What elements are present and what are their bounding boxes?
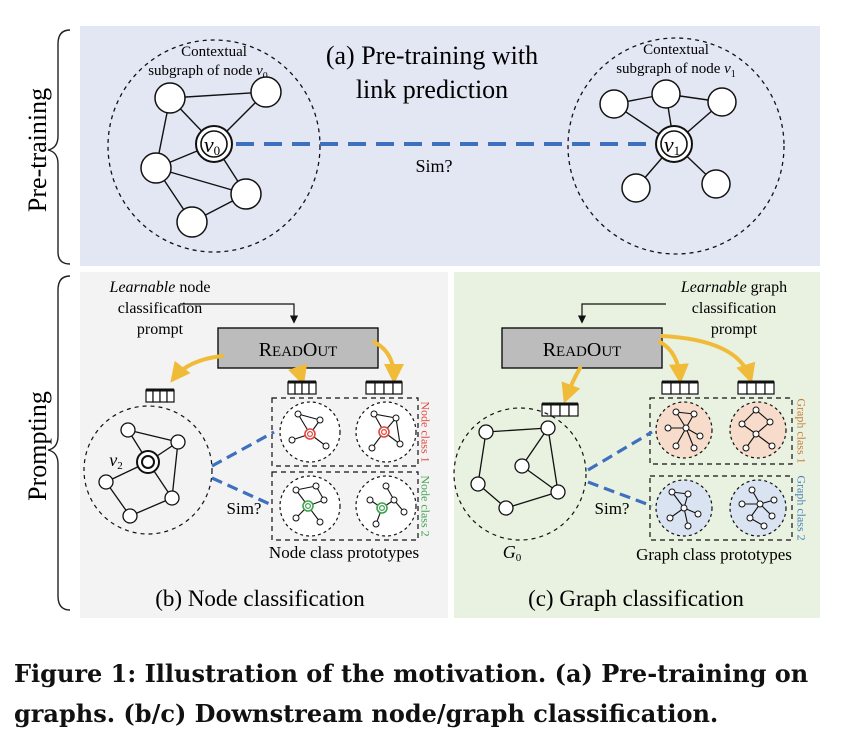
v2-subgraph-nodes bbox=[98, 422, 186, 524]
prompt-vector-icon bbox=[365, 380, 403, 395]
left-subgraph-label-1: Contextual bbox=[181, 44, 247, 60]
node-prompt-line3: prompt bbox=[137, 321, 184, 338]
node-prototype-2b bbox=[355, 475, 417, 537]
prompt-vector-icon bbox=[541, 402, 579, 417]
graph-class1-label: Graph class 1 bbox=[794, 398, 808, 463]
node-readout-box bbox=[217, 327, 379, 369]
graph-prototypes-label: Graph class prototypes bbox=[636, 545, 792, 564]
node-prototype-1b bbox=[355, 401, 417, 463]
caption-line-2: graphs. (b/c) Downstream node/graph clas… bbox=[14, 699, 719, 728]
g0-label: G0 bbox=[503, 542, 522, 564]
left-subgraph-nodes bbox=[140, 76, 282, 238]
arrow-gold-icon bbox=[170, 354, 224, 383]
right-subgraph-circle bbox=[567, 37, 785, 255]
node-sim-label: Sim? bbox=[227, 499, 262, 518]
graph-readout-box bbox=[501, 327, 663, 369]
prompt-vector-icon bbox=[145, 388, 175, 403]
node-class2-box bbox=[271, 471, 419, 541]
node-prototype-1a bbox=[279, 401, 341, 463]
graph-class2-box bbox=[649, 475, 793, 541]
node-prototypes-label: Node class prototypes bbox=[269, 543, 419, 562]
bracket-prompting-icon bbox=[47, 275, 71, 611]
bracket-pretraining-icon bbox=[47, 29, 71, 265]
node-readout-label: READOUT bbox=[259, 339, 338, 361]
graph-sim-label: Sim? bbox=[595, 499, 630, 518]
node-class2-label: Node class 2 bbox=[418, 475, 432, 536]
graph-prototype-1b bbox=[729, 401, 787, 459]
node-prompt-arrow-icon bbox=[180, 303, 299, 324]
g0-graph-circle bbox=[453, 407, 587, 541]
svg-text:v2: v2 bbox=[109, 450, 123, 472]
prompt-vector-icon bbox=[287, 380, 317, 395]
graph-readout-label: READOUT bbox=[543, 339, 622, 361]
svg-text:v1: v1 bbox=[664, 132, 680, 158]
graph-sim-dashed-links bbox=[587, 430, 653, 508]
node-v2: v2 bbox=[109, 450, 160, 474]
node-prototype-2a bbox=[279, 475, 341, 537]
node-panel-title: (b) Node classification bbox=[155, 586, 365, 611]
prompt-vector-icon bbox=[737, 380, 775, 395]
node-readout-arrows bbox=[170, 340, 404, 386]
graph-prototype-2b bbox=[729, 479, 787, 537]
svg-text:v0: v0 bbox=[204, 132, 220, 158]
graph-class2-label: Graph class 2 bbox=[794, 475, 808, 540]
graph-panel-title: (c) Graph classification bbox=[528, 586, 744, 611]
node-class1-box bbox=[271, 397, 419, 467]
arrow-gold-icon bbox=[561, 366, 582, 404]
node-prompt-line1: Learnable node bbox=[109, 279, 211, 296]
node-v0: v0 bbox=[195, 125, 233, 163]
graph-prompt-line1: Learnable graph bbox=[680, 279, 787, 296]
right-subgraph-label-1: Contextual bbox=[643, 42, 709, 58]
arrow-gold-icon bbox=[288, 363, 308, 386]
prompt-vector-icon bbox=[661, 380, 699, 395]
pretraining-title-line1: (a) Pre-training with bbox=[326, 41, 538, 70]
node-sim-dashed-links bbox=[211, 430, 275, 508]
graph-class1-box bbox=[649, 397, 793, 465]
caption-line-1: Figure 1: Illustration of the motivation… bbox=[14, 659, 809, 688]
graph-prototype-2a bbox=[655, 479, 713, 537]
label-pretraining: Pre-training bbox=[23, 88, 52, 212]
graph-readout-arrows bbox=[561, 334, 756, 404]
arrow-gold-icon bbox=[660, 334, 756, 384]
arrow-gold-icon bbox=[658, 340, 689, 384]
figure-caption: Figure 1: Illustration of the motivation… bbox=[14, 654, 830, 734]
node-prompt-line2: classification bbox=[118, 300, 202, 317]
right-subgraph-nodes bbox=[599, 79, 737, 203]
graph-prompt-line2: classification bbox=[692, 300, 776, 317]
node-v1: v1 bbox=[655, 125, 693, 163]
v2-subgraph-circle bbox=[83, 405, 213, 535]
graph-prompt-line3: prompt bbox=[711, 321, 758, 338]
graph-prompt-arrow-icon bbox=[577, 303, 666, 324]
pretraining-sim-label: Sim? bbox=[415, 156, 452, 176]
pretraining-title-line2: link prediction bbox=[356, 75, 508, 104]
right-subgraph-label-2: subgraph of node v1 bbox=[616, 61, 736, 80]
graph-prototype-1a bbox=[655, 401, 713, 459]
node-class1-label: Node class 1 bbox=[418, 401, 432, 462]
label-prompting: Prompting bbox=[23, 391, 52, 501]
arrow-gold-icon bbox=[372, 340, 404, 384]
g0-graph-nodes bbox=[470, 420, 566, 516]
